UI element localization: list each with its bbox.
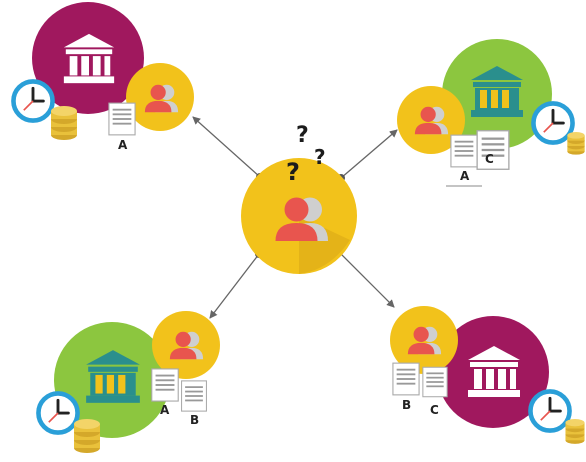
- doc-label: B: [402, 398, 411, 412]
- document-icon: [450, 134, 478, 168]
- node-bottom-right: B C: [390, 306, 585, 444]
- node-bottom-left: A B: [38, 311, 220, 453]
- coins-stack-icon: [567, 132, 585, 155]
- doc-label: A: [118, 138, 128, 152]
- doc-label: C: [430, 403, 439, 417]
- doc-label: A: [160, 403, 170, 417]
- document-icon: [180, 380, 208, 412]
- document-icon: [151, 368, 179, 402]
- connector-top-left: [192, 116, 264, 181]
- document-icon: [392, 362, 420, 396]
- node-top-left: A: [13, 2, 194, 152]
- doc-label: A: [460, 169, 470, 183]
- connector-top-right: [337, 129, 398, 182]
- document-icon: [422, 366, 448, 398]
- doc-label: C: [485, 152, 494, 166]
- clock-icon: [13, 81, 52, 120]
- coins-stack-icon: [51, 106, 77, 140]
- center-node: ? ? ?: [241, 123, 357, 274]
- clock-icon: [533, 103, 572, 142]
- node-top-right: A C: [397, 39, 585, 187]
- connector-bottom-left: [209, 250, 263, 319]
- clock-icon: [38, 393, 77, 432]
- clock-icon: [530, 391, 569, 430]
- connector-bottom-right: [335, 248, 395, 308]
- question-mark: ?: [296, 123, 309, 148]
- coins-stack-icon: [74, 419, 100, 453]
- document-icon: [108, 102, 136, 136]
- question-mark: ?: [286, 158, 300, 186]
- coins-stack-icon: [565, 419, 585, 444]
- doc-label: B: [190, 413, 199, 427]
- question-mark: ?: [314, 145, 326, 169]
